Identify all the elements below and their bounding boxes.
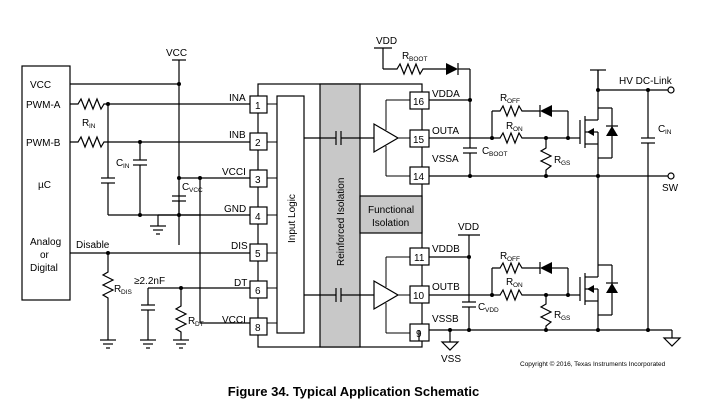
pin-14-num: 14 — [413, 172, 425, 183]
vss-ground-icon — [440, 341, 460, 351]
rboot-sub: BOOT — [409, 56, 427, 63]
pin-dis-label: DIS — [231, 241, 248, 252]
pin-outa-label: OUTA — [432, 126, 459, 137]
rgs-b-label: R — [554, 310, 561, 321]
buffer-b-icon — [373, 279, 400, 311]
pin-6-num: 6 — [255, 286, 261, 297]
vss-label: VSS — [441, 354, 461, 365]
figure-caption: Figure 34. Typical Application Schematic — [227, 384, 480, 399]
digital-label: Digital — [30, 263, 58, 274]
rdt-sub: DT — [195, 321, 204, 328]
copyright-text: Copyright © 2016, Texas Instruments Inco… — [520, 360, 666, 368]
pin-vcci-3-label: VCCI — [222, 167, 246, 178]
pin-8 — [249, 317, 268, 336]
pin-inb-label: INB — [229, 130, 246, 141]
pin-vcci-8-label: VCCI — [222, 315, 246, 326]
uc-label: µC — [38, 180, 51, 191]
pin-3-num: 3 — [255, 175, 261, 186]
roff-b-sub: OFF — [507, 256, 520, 263]
diode-a-icon — [540, 105, 552, 117]
buffer-a-icon — [373, 122, 400, 154]
cap-22nf-label: ≥2.2nF — [134, 276, 165, 287]
roff-b-label: R — [500, 251, 507, 262]
pin-vddb-label: VDDB — [432, 244, 460, 255]
microcontroller-block — [21, 65, 71, 301]
pwm-b-label: PWM-B — [26, 138, 61, 149]
pin-8-num: 8 — [255, 323, 261, 334]
cboot-label: C — [482, 146, 489, 157]
ron-a-sub: ON — [513, 126, 523, 133]
disable-label: Disable — [76, 240, 110, 251]
pin-16-num: 16 — [413, 97, 425, 108]
ron-b-sub: ON — [513, 282, 523, 289]
cin-right-label: C — [658, 124, 665, 135]
functional-isolation-block — [359, 195, 423, 234]
rboot-label: R — [402, 51, 409, 62]
pin-2-num: 2 — [255, 138, 261, 149]
roff-a-sub: OFF — [507, 98, 520, 105]
ground-right-icon — [662, 337, 682, 347]
roff-a-label: R — [500, 93, 507, 104]
rgs-a-sub: GS — [561, 160, 571, 167]
ron-b-label: R — [506, 277, 513, 288]
boot-diode-icon — [446, 63, 458, 75]
vdd-mid-label: VDD — [458, 222, 479, 233]
pin-4-num: 4 — [255, 212, 261, 223]
pin-dt-label: DT — [234, 278, 247, 289]
rgs-b-sub: GS — [561, 315, 571, 322]
pin-outb-label: OUTB — [432, 282, 460, 293]
pin-10-num: 10 — [413, 291, 425, 302]
cin-left-label: C — [116, 158, 123, 169]
analog-label: Analog — [30, 237, 61, 248]
vdd-top-label: VDD — [376, 36, 397, 47]
rdis-sub: DIS — [121, 289, 133, 296]
pin-ina-label: INA — [229, 93, 246, 104]
high-side-mosfet-icon — [579, 70, 618, 176]
cin-left-sub: IN — [123, 163, 130, 170]
vcc-top-label: VCC — [166, 48, 187, 59]
rdis-label: R — [114, 284, 121, 295]
rin-sub: IN — [89, 123, 96, 130]
cvcc-label: C — [182, 182, 189, 193]
cvcc-sub: VCC — [189, 187, 203, 194]
input-logic-label: Input Logic — [287, 194, 298, 243]
pin-gnd-label: GND — [224, 204, 246, 215]
uc-vcc-label: VCC — [30, 80, 51, 91]
diode-b-icon — [540, 262, 552, 274]
ron-a-label: R — [506, 121, 513, 132]
rgs-a-label: R — [554, 155, 561, 166]
reinforced-isolation-label: Reinforced Isolation — [336, 178, 347, 266]
pin-6 — [249, 280, 268, 299]
functional-isolation-label-2: Isolation — [372, 218, 409, 229]
pin-vssb-label: VSSB — [432, 314, 459, 325]
reinforced-isolation-block — [319, 83, 361, 348]
cin-right-sub: IN — [665, 129, 672, 136]
or-label: or — [40, 250, 50, 261]
pin-11-num: 11 — [414, 253, 425, 264]
rin-label: R — [82, 118, 89, 129]
hv-dclink-label: HV DC-Link — [619, 76, 673, 87]
pin-1-num: 1 — [255, 101, 261, 112]
pin-vssa-label: VSSA — [432, 154, 459, 165]
low-side-mosfet-icon — [579, 176, 618, 330]
cvdd-sub: VDD — [485, 307, 499, 314]
pwm-a-label: PWM-A — [26, 100, 61, 111]
cvdd-label: C — [478, 302, 485, 313]
pin-5-num: 5 — [255, 249, 261, 260]
cboot-sub: BOOT — [489, 151, 507, 158]
rdt-label: R — [188, 316, 195, 327]
functional-isolation-label-1: Functional — [368, 205, 414, 216]
pin-15-num: 15 — [413, 135, 425, 146]
pin-vdda-label: VDDA — [432, 89, 460, 100]
sw-label: SW — [662, 183, 679, 194]
